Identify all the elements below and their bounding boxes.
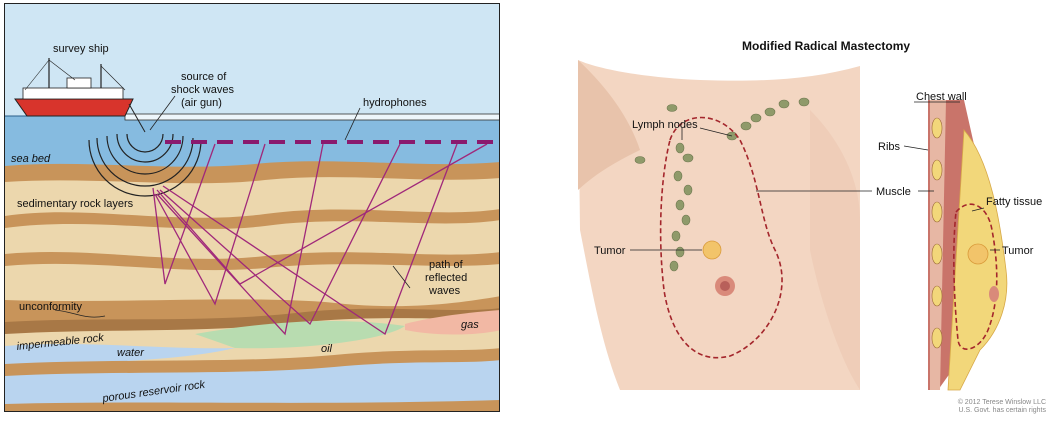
label-unconformity: unconformity <box>19 301 82 313</box>
seismic-survey-diagram: survey ship source of shock waves (air g… <box>4 3 500 412</box>
copyright-line-2: U.S. Govt. has certain rights <box>958 407 1046 414</box>
label-ribs: Ribs <box>878 141 901 153</box>
label-fatty-tissue: Fatty tissue <box>986 196 1042 208</box>
label-gas: gas <box>461 319 479 331</box>
label-tumor-side: Tumor <box>1002 245 1034 257</box>
label-path-2: reflected <box>425 272 467 284</box>
seismic-svg: survey ship source of shock waves (air g… <box>5 4 500 412</box>
label-sea-bed: sea bed <box>11 153 51 165</box>
diagram-title: Modified Radical Mastectomy <box>742 39 910 53</box>
label-source-1: source of <box>181 71 227 83</box>
label-muscle: Muscle <box>876 186 911 198</box>
label-path-1: path of <box>429 259 464 271</box>
front-view-torso <box>578 60 860 390</box>
label-survey-ship: survey ship <box>53 43 109 55</box>
label-path-3: waves <box>428 285 461 297</box>
mastectomy-svg: Modified Radical Mastectomy <box>560 0 1052 416</box>
label-hydrophones: hydrophones <box>363 97 427 109</box>
label-water: water <box>117 347 145 359</box>
label-oil: oil <box>321 343 333 355</box>
tumor-front <box>703 241 721 259</box>
copyright-line-1: © 2012 Terese Winslow LLC <box>958 398 1046 406</box>
label-tumor-front: Tumor <box>594 245 626 257</box>
label-chest-wall: Chest wall <box>916 91 967 103</box>
label-sedimentary: sedimentary rock layers <box>17 198 134 210</box>
side-view-cross-section <box>928 100 1007 390</box>
label-lymph-nodes: Lymph nodes <box>632 119 698 131</box>
streamer-cable <box>125 114 500 120</box>
label-source-3: (air gun) <box>181 97 222 109</box>
mastectomy-diagram: Modified Radical Mastectomy <box>560 0 1052 416</box>
tumor-side <box>968 244 988 264</box>
label-source-2: shock waves <box>171 84 234 96</box>
